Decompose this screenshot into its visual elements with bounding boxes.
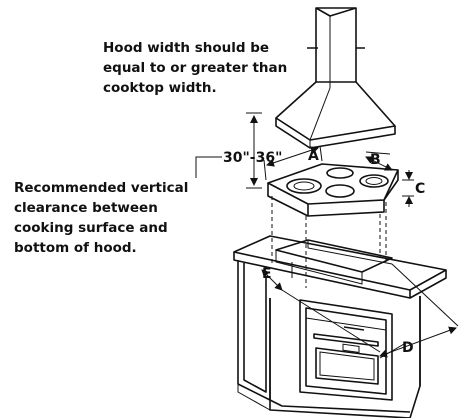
svg-text:cooking surface and: cooking surface and [14, 220, 168, 236]
clearance-note: Recommended vertical clearance between c… [14, 180, 188, 256]
oven-control-panel [342, 343, 360, 354]
dimension-b: B [365, 151, 393, 171]
svg-text:clearance between: clearance between [14, 200, 158, 216]
dimension-d: D [379, 263, 459, 359]
vertical-clearance-dimension: 30"-36" [195, 112, 282, 189]
wall-oven [299, 299, 393, 401]
burner [286, 178, 322, 194]
svg-text:Hood width should be: Hood width should be [103, 40, 269, 56]
svg-text:B: B [370, 152, 381, 168]
burner [325, 184, 355, 198]
dimension-e: E [261, 266, 381, 353]
svg-text:Recommended vertical: Recommended vertical [14, 180, 188, 196]
dimension-c: C [402, 170, 425, 207]
cutout-guides [271, 196, 387, 288]
hood-width-note: Hood width should be equal to or greater… [103, 40, 287, 96]
svg-text:equal to or greater than: equal to or greater than [103, 60, 287, 76]
svg-text:C: C [415, 181, 425, 197]
range-hood [275, 7, 396, 149]
cooktop [267, 163, 399, 217]
dimension-a: A [263, 145, 323, 181]
svg-text:D: D [402, 340, 414, 356]
burner [326, 167, 354, 179]
svg-text:bottom of hood.: bottom of hood. [14, 240, 137, 256]
svg-text:E: E [262, 266, 272, 282]
burner [359, 174, 389, 188]
svg-text:cooktop width.: cooktop width. [103, 80, 217, 96]
vertical-clearance-label: 30"-36" [223, 150, 282, 166]
svg-text:A: A [308, 148, 319, 164]
